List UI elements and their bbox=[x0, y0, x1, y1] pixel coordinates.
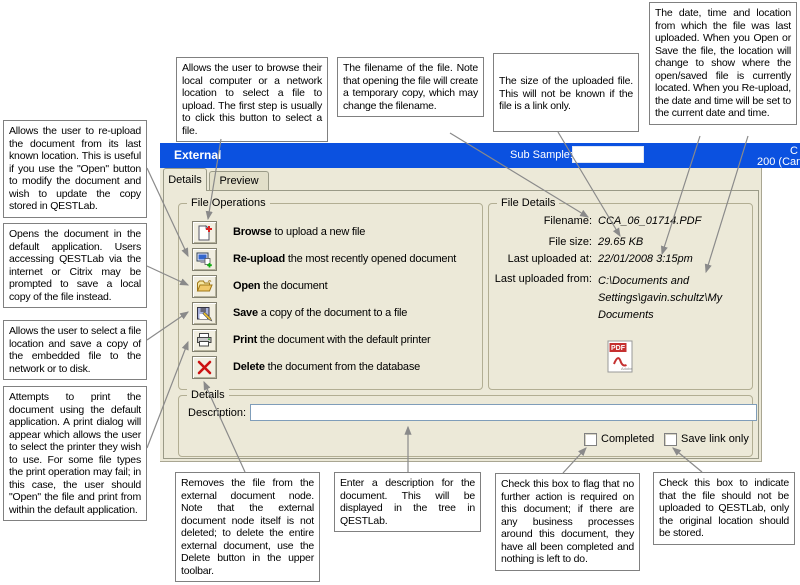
file-size-value: 29.65 KB bbox=[598, 236, 644, 248]
details-group-label: Details bbox=[187, 389, 229, 401]
description-input[interactable] bbox=[250, 404, 757, 421]
open-folder-icon bbox=[196, 280, 213, 292]
tab-preview[interactable]: Preview bbox=[209, 171, 269, 191]
callout-delete: Removes the file from the external docum… bbox=[175, 472, 320, 582]
last-uploaded-from-label: Last uploaded from: bbox=[494, 273, 592, 285]
open-label: Open the document bbox=[233, 280, 328, 292]
re-upload-button[interactable] bbox=[192, 248, 217, 271]
save-icon bbox=[197, 307, 213, 322]
sub-sample-label: Sub Sample: bbox=[510, 149, 573, 161]
pdf-icon: PDF Adobe bbox=[607, 340, 633, 373]
browse-button[interactable] bbox=[192, 221, 217, 244]
delete-label: Delete the document from the database bbox=[233, 361, 421, 373]
callout-last-uploaded: The date, time and location from which t… bbox=[649, 2, 797, 125]
file-operations-group-label: File Operations bbox=[187, 197, 270, 209]
tab-details[interactable]: Details bbox=[163, 168, 207, 191]
callout-filesize: The size of the uploaded file. This will… bbox=[493, 53, 639, 132]
svg-text:PDF: PDF bbox=[611, 345, 626, 352]
callout-filename: The filename of the file. Note that open… bbox=[337, 57, 484, 117]
browse-label: Browse to upload a new file bbox=[233, 226, 366, 238]
callout-description: Enter a description for the document. Th… bbox=[334, 472, 481, 532]
callout-print: Attempts to print the document using the… bbox=[3, 386, 147, 521]
file-details-group-label: File Details bbox=[497, 197, 560, 209]
file-size-label: File size: bbox=[548, 236, 592, 248]
description-label: Description: bbox=[188, 407, 247, 419]
callout-open: Opens the document in the default applic… bbox=[3, 223, 147, 308]
delete-icon bbox=[197, 360, 212, 375]
dialog-title: External bbox=[174, 148, 222, 162]
completed-checkbox-label: Completed bbox=[601, 433, 655, 445]
new-document-icon bbox=[198, 225, 212, 241]
last-uploaded-at-label: Last uploaded at: bbox=[507, 253, 592, 265]
save-link-only-checkbox-label: Save link only bbox=[681, 433, 749, 445]
filename-label: Filename: bbox=[543, 215, 592, 227]
print-label: Print the document with the default prin… bbox=[233, 334, 431, 346]
filename-value: CCA_06_01714.PDF bbox=[598, 215, 702, 227]
last-uploaded-from-value: C:\Documents and Settings\gavin.schultz\… bbox=[598, 275, 723, 321]
last-uploaded-at-value: 22/01/2008 3:15pm bbox=[598, 253, 693, 265]
re-upload-icon bbox=[196, 252, 212, 268]
save-label: Save a copy of the document to a file bbox=[233, 307, 408, 319]
callout-browse: Allows the user to browse their local co… bbox=[176, 57, 328, 142]
svg-text:Adobe: Adobe bbox=[621, 366, 633, 371]
titlebar-corner-text-1: C bbox=[790, 145, 798, 157]
callout-completed: Check this box to flag that no further a… bbox=[495, 473, 640, 571]
open-button[interactable] bbox=[192, 275, 217, 298]
dialog-titlebar: External Sub Sample: C 200 (Canterb bbox=[160, 143, 800, 168]
print-icon bbox=[197, 333, 212, 347]
save-link-only-checkbox[interactable] bbox=[664, 433, 677, 446]
callout-save-link-only: Check this box to indicate that the file… bbox=[653, 472, 795, 545]
re-upload-label: Re-upload the most recently opened docum… bbox=[233, 253, 457, 265]
completed-checkbox[interactable] bbox=[584, 433, 597, 446]
sub-sample-input[interactable] bbox=[572, 146, 644, 163]
delete-button[interactable] bbox=[192, 356, 217, 379]
callout-re-upload: Allows the user to re-upload the documen… bbox=[3, 120, 147, 218]
callout-save: Allows the user to select a file locatio… bbox=[3, 320, 147, 380]
titlebar-corner-text-2: 200 (Canterb bbox=[757, 156, 800, 168]
save-button[interactable] bbox=[192, 302, 217, 325]
print-button[interactable] bbox=[192, 329, 217, 352]
